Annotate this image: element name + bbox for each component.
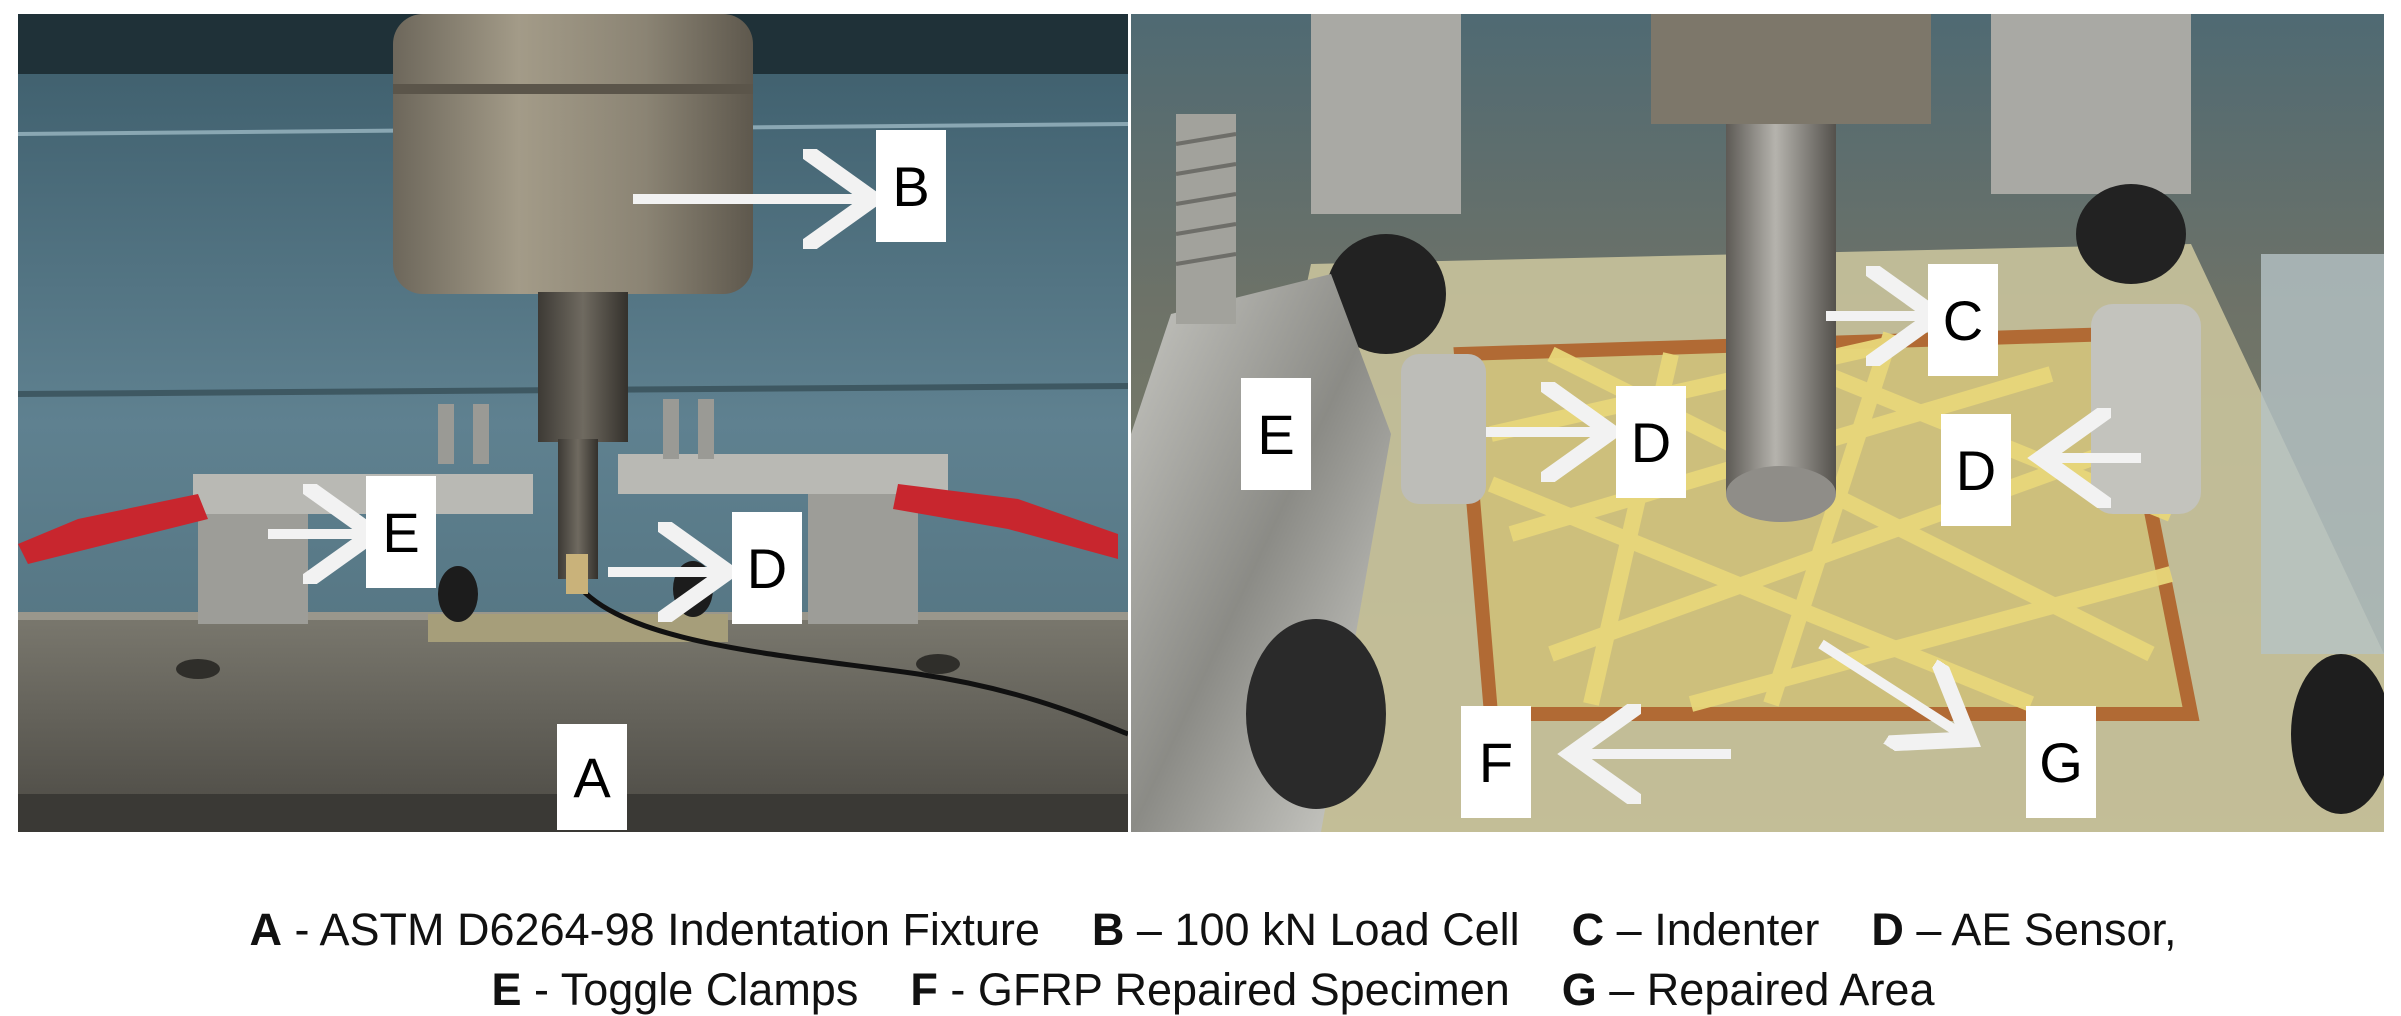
bolt-threads xyxy=(1175,132,1237,266)
caption-item-c: C – Indenter xyxy=(1571,904,1820,955)
load-cell-shaft xyxy=(538,292,628,442)
caption-item-g: G – Repaired Area xyxy=(1561,964,1935,1015)
clamp-screw-left xyxy=(438,404,454,464)
bg-clamp-right-rubber xyxy=(2076,184,2186,284)
label-e-left: E xyxy=(366,476,436,588)
right-rubber-foot xyxy=(2291,654,2384,814)
indenter xyxy=(1726,124,1836,494)
label-a: A xyxy=(557,724,627,830)
label-d-right-2: D xyxy=(1941,414,2011,526)
bg-clamp-right xyxy=(1991,14,2191,194)
label-e-right: E xyxy=(1241,378,1311,490)
label-g: G xyxy=(2026,706,2096,818)
indenter-tip xyxy=(1726,466,1836,522)
load-cell-body xyxy=(393,14,753,294)
arrow-to-g xyxy=(1818,639,1961,734)
caption-item-d: D – AE Sensor, xyxy=(1871,904,2177,955)
caption-item-a: A - ASTM D6264-98 Indentation Fixture xyxy=(249,904,1040,955)
plate-hole-right xyxy=(916,654,960,674)
toggle-clamp-left-handle xyxy=(18,494,208,564)
ae-sensor-left xyxy=(1401,354,1486,504)
bg-clamp-left-rubber xyxy=(1326,234,1446,354)
label-f: F xyxy=(1461,706,1531,818)
ae-sensor xyxy=(566,554,588,594)
toggle-clamp-right-handle xyxy=(893,484,1118,559)
toggle-clamp-right-body xyxy=(618,454,948,494)
toggle-clamp-left-body xyxy=(193,474,533,514)
caption-line-2: E - Toggle Clamps F - GFRP Repaired Speci… xyxy=(0,912,2401,1016)
caption-item-b: B – 100 kN Load Cell xyxy=(1091,904,1520,955)
clamp-rubber-left xyxy=(438,566,478,622)
clamp-screw-right xyxy=(663,399,679,459)
label-d-right-1: D xyxy=(1616,386,1686,498)
label-c: C xyxy=(1928,264,1998,376)
clamp-rubber-foot xyxy=(1246,619,1386,809)
right-photo-scene xyxy=(1131,14,2384,832)
bg-clamp-left xyxy=(1311,14,1461,214)
caption-item-f: F - GFRP Repaired Specimen xyxy=(910,964,1510,1015)
ae-sensor-right xyxy=(2091,304,2201,514)
right-edge-block xyxy=(2261,254,2384,654)
caption-line-1: A - ASTM D6264-98 Indentation Fixture B –… xyxy=(0,852,2401,956)
plate-hole-left xyxy=(176,659,220,679)
clamp-screw-right-2 xyxy=(698,399,714,459)
right-photo-specimen-closeup: C D D E F G xyxy=(1131,14,2384,832)
load-cell-groove xyxy=(393,84,753,94)
label-d-left: D xyxy=(732,512,802,624)
left-photo-scene xyxy=(18,14,1128,832)
clamp-screw-left-2 xyxy=(473,404,489,464)
ae-sensor-cable xyxy=(570,577,1128,737)
indenter-holder xyxy=(1651,14,1931,124)
left-photo-indentation-fixture: B E D A xyxy=(18,14,1128,832)
toggle-clamp-right-base xyxy=(808,494,918,624)
label-b: B xyxy=(876,130,946,242)
clamp-bolt xyxy=(1176,114,1236,324)
caption-item-e: E - Toggle Clamps xyxy=(491,964,859,1015)
